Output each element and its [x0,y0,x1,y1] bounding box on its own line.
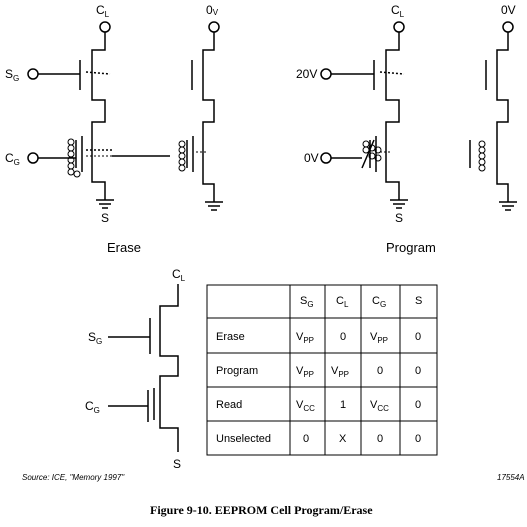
program-sg-voltage: 20V [296,67,317,81]
program-cl-label: CL [391,3,405,19]
header-cl: CL [336,295,349,309]
header-s: S [415,295,422,307]
table-cell: VPP [370,331,388,345]
table-cell: VPP [331,365,349,379]
program-charge-bubbles [362,140,382,162]
erase-cl-terminal [99,21,111,33]
row-unselected-label: Unselected [216,433,271,445]
program-sg-terminal [320,68,332,80]
program-caption: Program [386,240,436,255]
erase-cg-terminal [27,152,39,164]
table-cell: VPP [296,365,314,379]
source-note: Source: ICE, "Memory 1997" [22,473,125,482]
erase-circuit: CL 0V SG CG [5,3,223,255]
table-cell: 0 [377,365,383,377]
table-cell: 0 [303,433,309,445]
erase-cg-label: CG [5,151,20,167]
erase-sg-terminal [27,68,39,80]
erase-sg-label: SG [5,67,19,83]
table-cell: 0 [415,399,421,411]
table-cell: X [339,433,347,445]
erase-caption: Erase [107,240,141,255]
table-cell: 0 [415,365,421,377]
truth-table: SG CL CG S Erase VPP 0 VPP 0 Program VPP… [206,284,438,456]
erase-0v-terminal [208,21,220,33]
table-cell: 0 [340,331,346,343]
table-cell: 0 [415,331,421,343]
program-cg-terminal [320,152,332,164]
header-sg: SG [300,295,314,309]
row-erase-label: Erase [216,331,245,343]
program-0v-label: 0V [501,3,516,17]
program-cl-terminal [393,21,405,33]
table-cell: 0 [415,433,421,445]
cell-cl-label: CL [172,267,186,283]
program-s-label: S [395,211,403,225]
figure-id: 17554A [497,473,525,482]
cell-cg-label: CG [85,399,100,415]
table-cell: VCC [370,399,389,413]
table-cell: VPP [296,331,314,345]
cell-sg-label: SG [88,330,102,346]
cell-s-label: S [173,457,181,471]
row-read-label: Read [216,399,242,411]
program-0v-terminal [502,21,514,33]
figure-caption: Figure 9-10. EEPROM Cell Program/Erase [150,503,373,517]
erase-right-charge-bubbles [178,140,186,172]
table-cell: 0 [377,433,383,445]
table-cell: VCC [296,399,315,413]
erase-cl-label: CL [96,3,110,19]
header-cg: CG [372,295,386,309]
cell-symbol: CL SG CG S [85,267,186,471]
erase-charge-bubbles [67,138,81,178]
program-circuit: CL 0V 20V 0V S [296,3,517,255]
program-cg-voltage: 0V [304,151,319,165]
program-right-charge-bubbles [478,140,486,172]
table-cell: 1 [340,399,346,411]
erase-0v-label: 0V [206,3,219,17]
erase-s-label: S [101,211,109,225]
row-program-label: Program [216,365,258,377]
